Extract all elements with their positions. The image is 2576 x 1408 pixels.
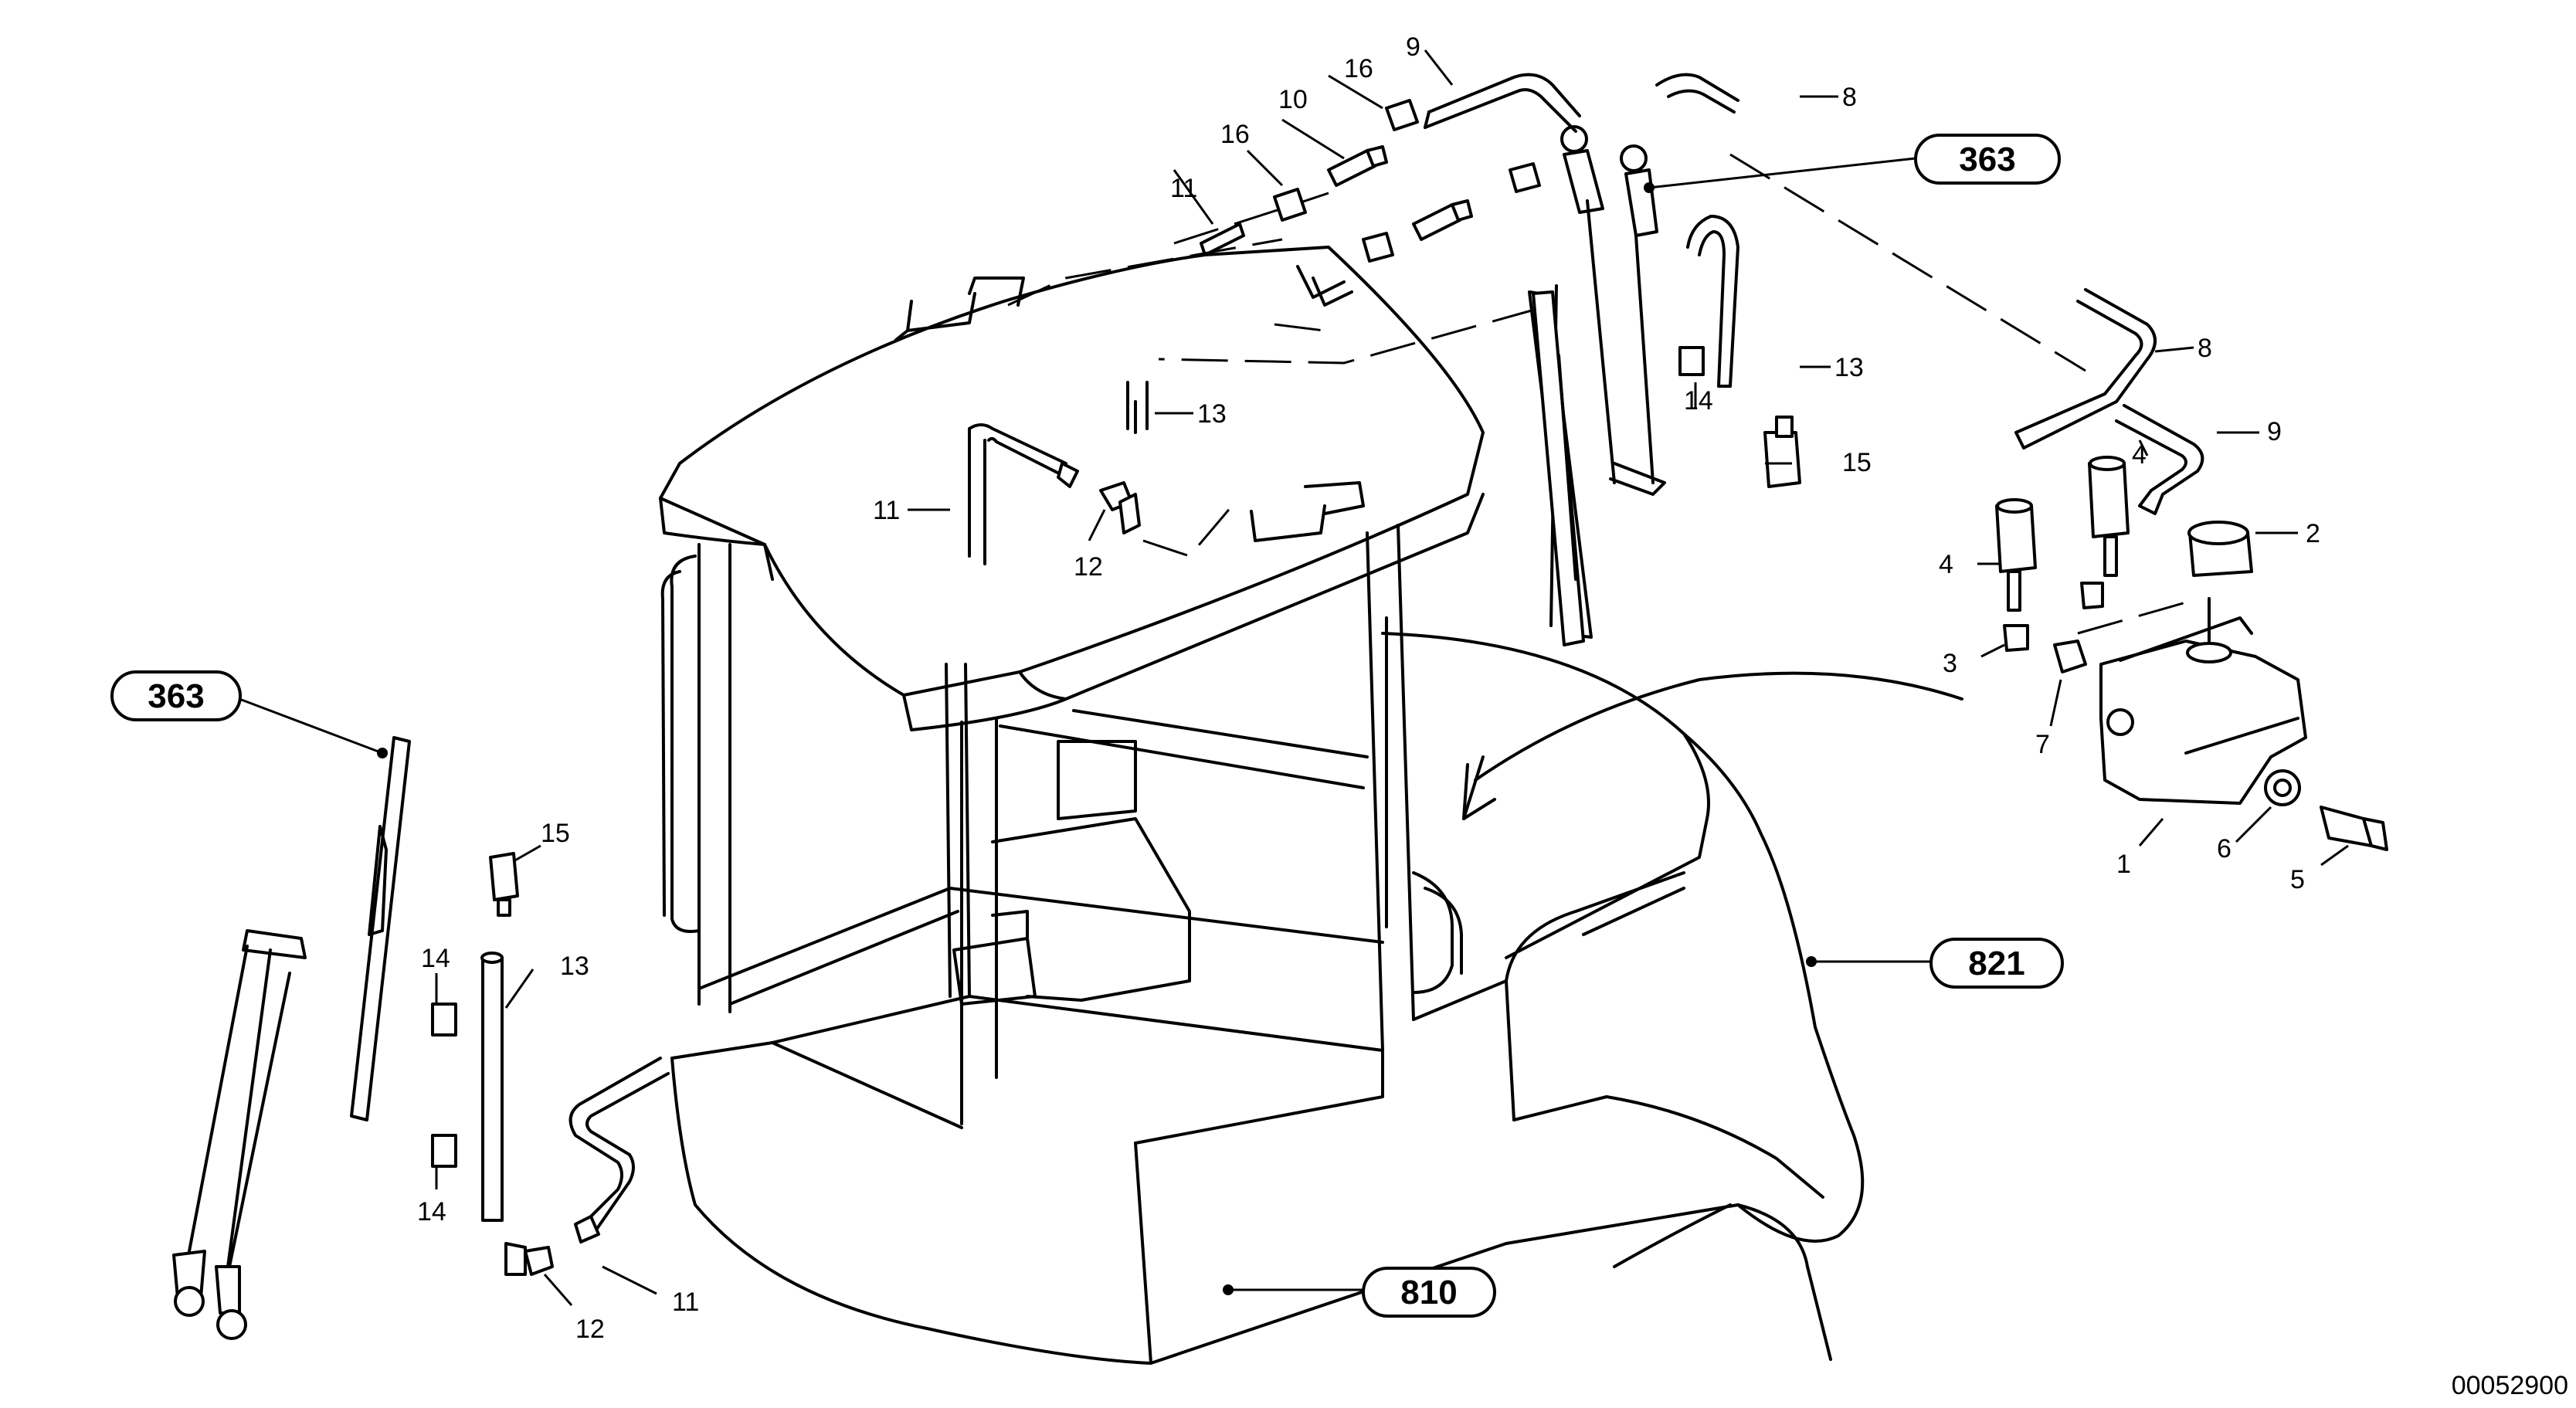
callout-11-bottom: 11 — [672, 1288, 699, 1317]
svg-text:810: 810 — [1400, 1274, 1457, 1311]
callout-13-top: 13 — [1197, 399, 1227, 429]
callout-13-left: 13 — [560, 952, 589, 981]
left-wiper-assembly — [172, 736, 411, 1340]
callout-labels: 9 16 10 16 11 8 8 9 4 2 4 3 7 1 6 5 13 1… — [417, 32, 2320, 1344]
callout-8-right: 8 — [2198, 334, 2212, 363]
callout-5: 5 — [2290, 865, 2305, 894]
callout-16-top: 16 — [1344, 54, 1373, 83]
callout-1: 1 — [2116, 850, 2131, 879]
drawing-number: 00052900 — [2452, 1371, 2568, 1400]
callout-12-bottom: 12 — [575, 1315, 605, 1344]
callout-9-right: 9 — [2267, 417, 2282, 446]
cab-body — [659, 246, 1963, 1365]
callout-6: 6 — [2217, 834, 2232, 863]
callout-4-upper: 4 — [2132, 440, 2147, 470]
callout-12-top: 12 — [1074, 552, 1103, 582]
reference-810: 810 — [1362, 1267, 1496, 1318]
callout-3: 3 — [1943, 649, 1957, 678]
callout-14-right: 14 — [1684, 386, 1713, 416]
leader-lines — [239, 49, 2349, 1306]
washer-reservoir-and-pumps — [1995, 456, 2388, 851]
callout-2: 2 — [2306, 519, 2320, 548]
reference-821: 821 — [1929, 938, 2064, 989]
hoses-and-pipes — [480, 73, 2204, 1243]
callout-15-right: 15 — [1842, 448, 1872, 477]
callout-11-top: 11 — [1170, 174, 1197, 203]
callout-7: 7 — [2035, 730, 2050, 759]
callout-13-right: 13 — [1834, 353, 1864, 382]
svg-text:363: 363 — [1959, 141, 2015, 178]
callout-16-left: 16 — [1220, 120, 1250, 149]
reference-363-top: 363 — [1914, 134, 2061, 185]
callout-14-left-upper: 14 — [421, 944, 450, 973]
callout-11-mid: 11 — [873, 496, 900, 525]
callout-9-top: 9 — [1406, 32, 1420, 62]
callout-15-left: 15 — [541, 819, 570, 848]
rear-wiper-assembly — [1528, 125, 1666, 646]
callout-10: 10 — [1278, 85, 1308, 114]
connectors-and-clamps — [431, 99, 1801, 1276]
svg-text:363: 363 — [148, 677, 204, 715]
reference-363-left: 363 — [110, 670, 242, 721]
callout-4-lower: 4 — [1939, 550, 1953, 579]
callout-14-left-lower: 14 — [417, 1197, 446, 1226]
callout-8-top: 8 — [1842, 83, 1857, 112]
svg-text:821: 821 — [1968, 945, 2024, 982]
